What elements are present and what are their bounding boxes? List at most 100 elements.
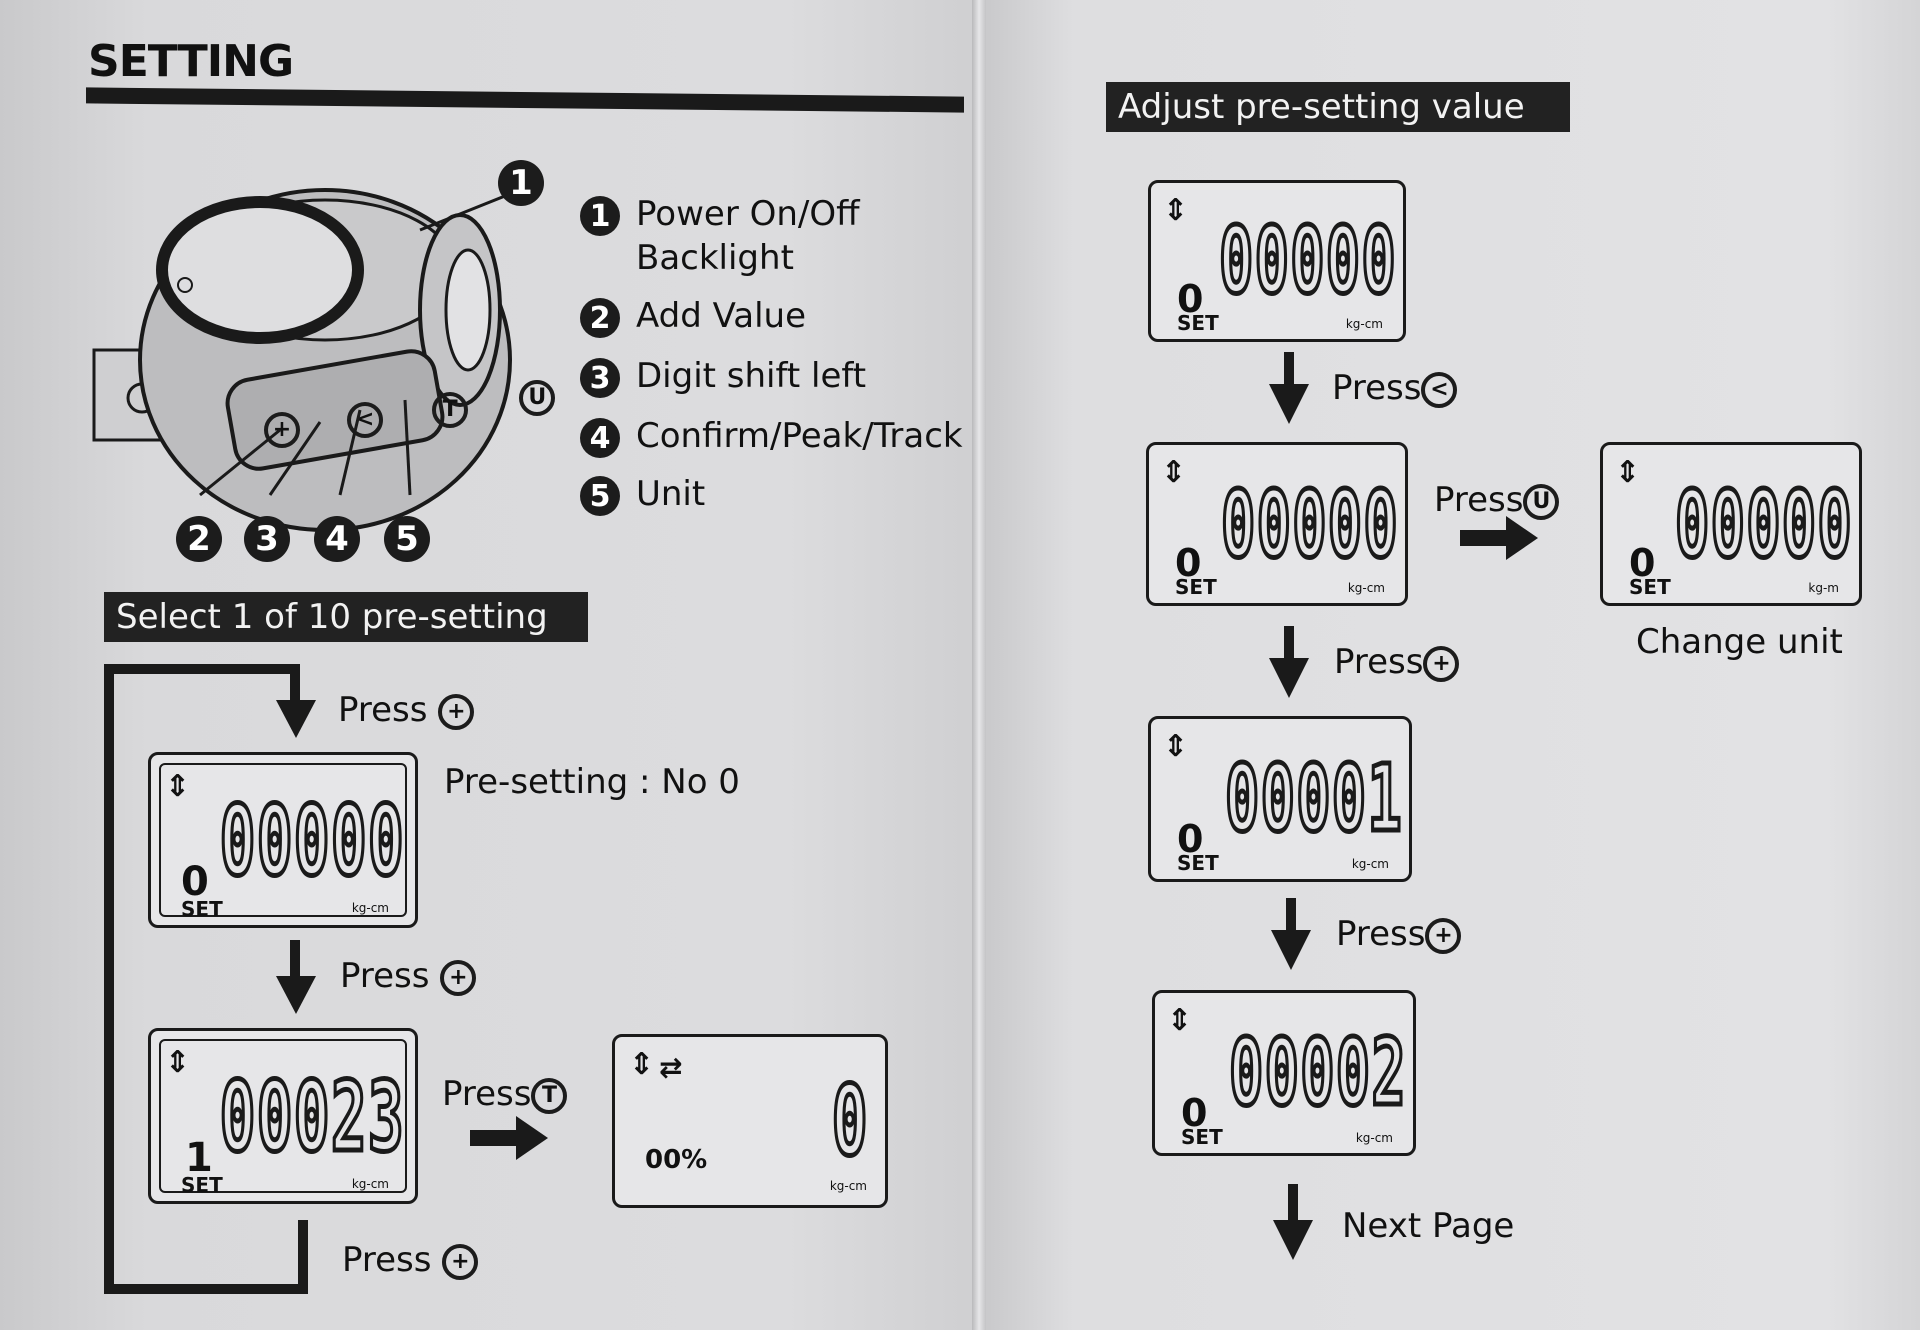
lcd-index: 1 [185, 1135, 213, 1181]
callout-1: 1 [498, 160, 544, 206]
add-icon: + [1425, 917, 1462, 954]
legend-label-1b: Backlight [636, 238, 794, 278]
lcd-adjust-add-2: ⇕ 00002 0 SET kg-cm [1152, 990, 1416, 1156]
lcd-adjust-add-1: ⇕ 00001 0 SET kg-cm [1148, 716, 1412, 882]
lcd-digits: 00023 [218, 1059, 405, 1176]
lcd-set: SET [1177, 851, 1219, 875]
lcd-digits: 00000 [1220, 469, 1400, 581]
loop-right [298, 1220, 308, 1294]
change-unit-label: Change unit [1636, 622, 1843, 662]
lcd-adjust-shift: ⇕ 00000 0 SET kg-cm [1146, 442, 1408, 606]
arrow-right-icon [1506, 516, 1538, 560]
arrow-stem [290, 940, 300, 980]
add-icon: + [1423, 645, 1460, 682]
callout-4: 4 [314, 516, 360, 562]
up-down-arrow-icon: ⇕ [165, 769, 191, 804]
lcd-index: 0 [181, 859, 209, 905]
lcd-set: SET [1177, 311, 1219, 335]
loop-bottom [104, 1284, 308, 1294]
lcd-track-mode: ⇕ ⇄ 0 00% kg-cm [612, 1034, 888, 1208]
legend-num-3: 3 [580, 358, 620, 398]
lcd-unit: kg-cm [351, 1177, 389, 1191]
lcd-unit: kg-m [1808, 581, 1839, 595]
loop-top [104, 664, 300, 674]
press-shift-label: Press< [1332, 368, 1458, 408]
arrow-stem [1284, 352, 1294, 388]
press-add-label-r2: Press+ [1336, 914, 1462, 954]
lcd-preset-1: ⇕ 00023 1 SET kg-cm [148, 1028, 418, 1204]
lcd-index: 0 [1177, 277, 1204, 321]
press-add-label-r1: Press+ [1334, 642, 1460, 682]
loop-down-stem [290, 664, 300, 704]
arrow-down-icon [276, 976, 316, 1014]
up-down-arrow-icon: ⇕ [1615, 455, 1641, 490]
shift-icon: < [1421, 371, 1458, 408]
up-down-arrow-icon: ⇕ [1161, 455, 1187, 490]
legend-label-1: Power On/Off [636, 194, 860, 234]
add-value-button: + [264, 412, 300, 448]
add-icon: + [438, 693, 475, 730]
setting-title: SETTING [88, 36, 294, 87]
up-down-arrow-icon: ⇕ [1163, 729, 1189, 764]
lcd-unit: kg-cm [1351, 857, 1389, 871]
legend-label-5: Unit [636, 474, 706, 514]
legend-num-5: 5 [580, 476, 620, 516]
adjust-presetting-banner: Adjust pre-setting value [1106, 82, 1570, 132]
loop-left [104, 664, 114, 1294]
legend-num-2: 2 [580, 298, 620, 338]
press-add-label-3: Press + [342, 1240, 479, 1280]
legend-num-4: 4 [580, 418, 620, 458]
arrow-stem [1286, 898, 1296, 934]
lcd-index: 0 [1181, 1091, 1208, 1135]
callout-lines [199, 188, 521, 497]
lcd-unit: kg-cm [351, 901, 389, 915]
next-page-label: Next Page [1342, 1206, 1515, 1246]
lcd-change-unit: ⇕ 00000 0 SET kg-m [1600, 442, 1862, 606]
legend-label-3: Digit shift left [636, 356, 867, 396]
lcd-index: 0 [1177, 817, 1204, 861]
add-icon: + [442, 1243, 479, 1280]
arrow-stem [1288, 1184, 1298, 1224]
lcd-unit: kg-cm [1347, 581, 1385, 595]
arrow-right-icon [516, 1116, 548, 1160]
lcd-index: 0 [1175, 541, 1202, 585]
callout-3: 3 [244, 516, 290, 562]
lcd-digits: 00002 [1228, 1017, 1408, 1129]
up-down-arrow-icon: ⇕ [1163, 193, 1189, 228]
track-button: T [432, 392, 469, 428]
lcd-unit: kg-cm [829, 1179, 867, 1193]
unit-icon: U [1523, 483, 1560, 520]
arrow-down-icon [1273, 1220, 1313, 1260]
press-add-label-2: Press + [340, 956, 477, 996]
lcd-digits: 00000 [1218, 205, 1398, 317]
arrow-down-icon [276, 700, 316, 738]
lcd-unit: kg-cm [1355, 1131, 1393, 1145]
lcd-index: 0 [1629, 541, 1656, 585]
presetting-note: Pre-setting : No 0 [444, 762, 740, 802]
legend-label-4: Confirm/Peak/Track [636, 416, 963, 456]
callout-2: 2 [176, 516, 222, 562]
lcd-unit: kg-cm [1345, 317, 1383, 331]
arrow-right-stem [1460, 530, 1510, 546]
lcd-percent: 00% [645, 1145, 708, 1175]
lcd-digits: 00000 [218, 783, 405, 900]
unit-button: U [519, 380, 556, 416]
lcd-set: SET [181, 897, 223, 921]
legend-num-1: 1 [580, 196, 620, 236]
track-icon: T [531, 1077, 568, 1114]
legend-label-2: Add Value [636, 296, 806, 336]
lcd-set: SET [1181, 1125, 1223, 1149]
lcd-digits: 00001 [1224, 743, 1404, 855]
arrow-down-icon [1269, 658, 1309, 698]
add-icon: + [440, 959, 477, 996]
track-arrows-icon: ⇄ [659, 1051, 683, 1084]
wrench-head-drawing [92, 188, 512, 532]
lcd-digits: 00000 [1674, 469, 1854, 581]
up-down-arrow-icon: ⇕ [165, 1045, 191, 1080]
lcd-digits: 0 [830, 1063, 869, 1180]
arrow-stem [1284, 626, 1294, 662]
arrow-down-icon [1269, 384, 1309, 424]
